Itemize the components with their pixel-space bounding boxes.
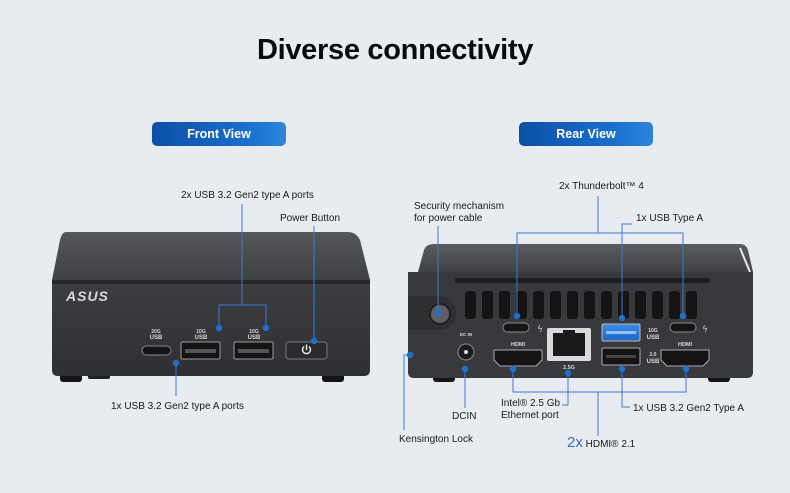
page-title: Diverse connectivity [256,34,534,66]
callout-dcin: DCIN [452,411,477,422]
callout-hdmi: 2x HDMI® 2.1 [567,434,636,451]
rear-view-badge: Rear View [519,122,653,146]
hdmi-port-left: HDMI [493,342,543,367]
callout-front-usb: 1x USB 3.2 Gen2 type A ports [111,401,244,412]
power-button [285,341,328,360]
front-device-lid [52,232,370,280]
thunderbolt-icon: ϟ [702,325,708,335]
svg-text:10G: 10G [249,329,259,335]
thunderbolt-icon: ϟ [537,325,543,335]
callout-usb-gen2: 1x USB 3.2 Gen2 Type A [633,403,744,414]
svg-text:20G: 20G [151,329,161,335]
usb-a-port-10g: 10G USB [601,323,660,342]
svg-text:USB: USB [647,335,660,341]
thunderbolt-port-2: ϟ [669,322,708,335]
hdmi-label: HDMI® 2.1 [585,439,636,450]
callout-security-line2: for power cable [414,213,483,224]
asus-logo: ASUS [65,288,109,304]
callout-ethernet-line1: Intel® 2.5 Gb [501,398,561,409]
rear-vents [465,291,697,319]
callout-security-line1: Security mechanism [414,201,505,212]
svg-text:2.0: 2.0 [650,352,657,358]
hdmi-port-right: HDMI [660,342,710,367]
callout-usb-a-pair: 2x USB 3.2 Gen2 type A ports [181,190,314,201]
dcin-port: DC IN [457,332,475,361]
hdmi-count: 2x [567,434,583,451]
svg-text:HDMI: HDMI [678,342,693,348]
svg-text:10G: 10G [648,328,658,334]
power-icon [301,345,312,355]
front-view-badge: Front View [152,122,286,146]
callout-ethernet-line2: Ethernet port [501,410,559,421]
usb-a-port-2-0: 2.0 USB [601,347,660,366]
svg-text:2.5G: 2.5G [563,365,575,371]
rear-callout-dots [406,309,690,377]
front-usba-port-left: 10G USB [180,329,221,360]
svg-text:USB: USB [248,335,261,341]
thunderbolt-port-1: ϟ [502,322,543,335]
svg-text:DC IN: DC IN [460,332,472,337]
svg-text:10G: 10G [196,329,206,335]
svg-text:USB: USB [647,359,660,365]
callout-power-button: Power Button [280,213,341,224]
ethernet-port: 2.5G [547,328,591,371]
rear-callout-lines [403,196,687,436]
power-cable-security-mount [408,296,456,330]
front-callout-lines [175,204,315,396]
svg-text:USB: USB [195,335,208,341]
svg-text:HDMI: HDMI [511,342,526,348]
callout-thunderbolt: 2x Thunderbolt™ 4 [559,181,644,192]
front-callout-dots [172,324,318,367]
front-usbc-port: 20G USB [141,329,172,356]
svg-text:USB: USB [150,335,163,341]
callout-kensington: Kensington Lock [399,434,473,445]
rear-device-lid [418,244,753,272]
front-usba-port-right: 10G USB [233,329,274,360]
callout-usb-type-a: 1x USB Type A [636,213,704,224]
